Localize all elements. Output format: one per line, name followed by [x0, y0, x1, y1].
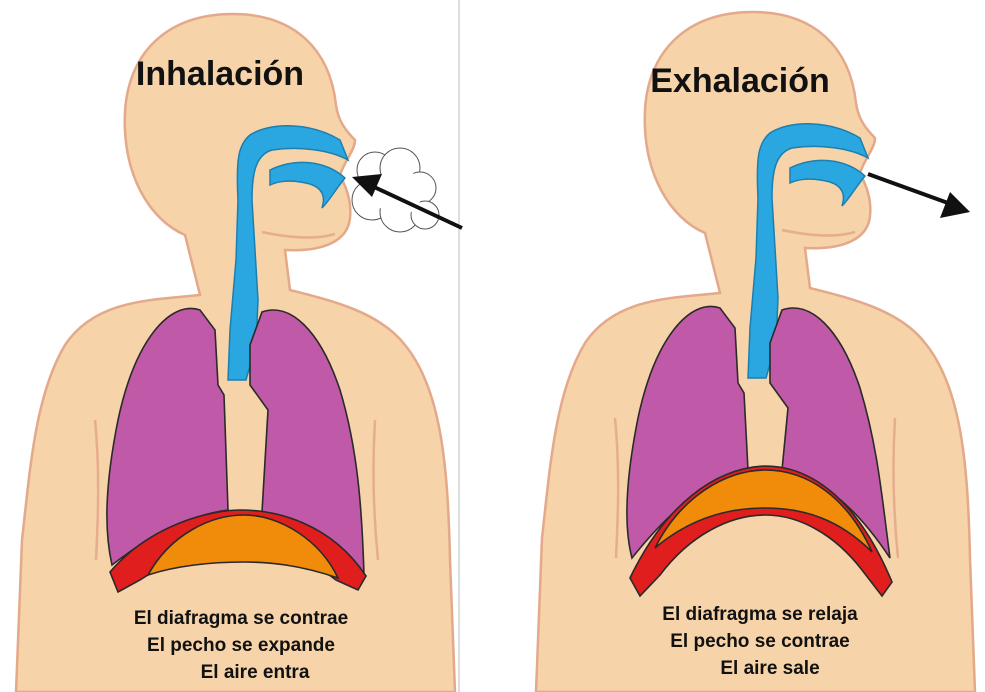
panel-inhalation: Inhalación El diafragma se contrae El pe…: [14, 12, 463, 692]
air-in-arrow: [371, 184, 463, 230]
airway-mouth: [789, 159, 867, 207]
air-in-arrowhead: [352, 174, 382, 197]
air-out-arrow: [867, 172, 949, 205]
air-out-arrowhead: [940, 192, 970, 218]
arm-outline-right: [372, 419, 380, 561]
arm-outline-left: [613, 417, 620, 559]
panel-title: Exhalación: [650, 62, 830, 100]
airway-trachea: [747, 123, 870, 379]
diaphragm: [654, 469, 873, 553]
panel-title: Inhalación: [136, 55, 304, 93]
caption-line-1: El diafragma se contrae: [134, 608, 348, 629]
arm-outline-right: [892, 417, 900, 559]
caption-line-1: El diafragma se relaja: [662, 604, 858, 625]
diaphragm: [146, 514, 340, 580]
arm-outline-left: [93, 419, 100, 561]
caption-line-2: El pecho se contrae: [670, 631, 850, 652]
airway-mouth: [269, 161, 347, 209]
chin-outline: [781, 228, 856, 237]
chin-outline: [261, 230, 336, 239]
panel-exhalation: Exhalación El diafragma se relaja El pec…: [534, 10, 977, 692]
caption-line-3: El aire entra: [201, 662, 310, 683]
caption-line-2: El pecho se expande: [147, 635, 335, 656]
caption-line-3: El aire sale: [720, 658, 819, 679]
airway-trachea: [227, 125, 350, 381]
